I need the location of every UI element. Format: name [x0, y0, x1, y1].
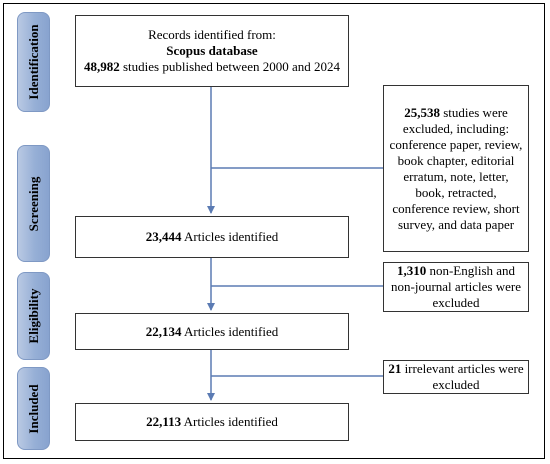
included-text: Articles identified	[181, 414, 278, 429]
included-excluded-text: irrelevant articles were excluded	[401, 361, 524, 392]
records-identified-box: Records identified from: Scopus database…	[75, 15, 349, 87]
eligible-text: Articles identified	[181, 323, 279, 339]
eligibility-excluded-text: non-English and non-journal articles wer…	[391, 263, 521, 310]
included-exclusion-box: 21 irrelevant articles were excluded	[383, 360, 529, 394]
eligible-articles-box: 22,134 Articles identified	[75, 313, 349, 350]
included-count: 22,113	[146, 414, 182, 429]
diagram-frame	[3, 3, 545, 459]
eligibility-excluded-count: 1,310	[396, 263, 427, 278]
screened-articles-box: 23,444 Articles identified	[75, 216, 349, 258]
screening-excluded-count: 25,538	[404, 104, 440, 120]
records-identified-line1: Records identified from:	[148, 27, 276, 42]
screened-text: Articles identified	[181, 229, 279, 244]
stage-screening: Screening	[17, 145, 50, 262]
screened-count: 23,444	[145, 229, 182, 244]
eligibility-exclusion-box: 1,310 non-English and non-journal articl…	[383, 262, 529, 312]
records-identified-source: Scopus database	[166, 43, 258, 58]
stage-eligibility: Eligibility	[17, 272, 50, 360]
records-identified-count: 48,982	[84, 59, 120, 74]
stage-identification: Identification	[17, 12, 50, 112]
screening-exclusion-box: 25,538 studies were excluded, including:…	[383, 85, 529, 252]
included-excluded-count: 21	[388, 361, 402, 376]
stage-included: Included	[17, 367, 50, 450]
records-identified-text: studies published between 2000 and 2024	[119, 59, 340, 74]
eligible-count: 22,134	[145, 323, 182, 339]
screening-excluded-text: studies were excluded, including: confer…	[389, 104, 523, 232]
included-articles-box: 22,113 Articles identified	[75, 403, 349, 441]
